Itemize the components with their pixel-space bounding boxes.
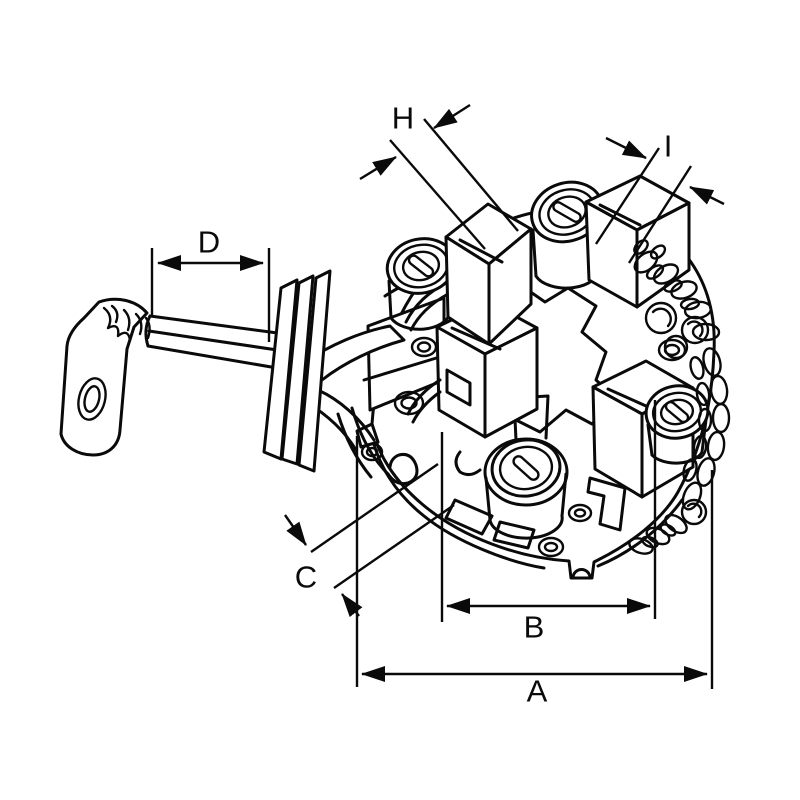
- dimension-B: [440, 400, 657, 622]
- screw-post-top-left: [385, 237, 457, 331]
- brush-box-top-left: [444, 202, 533, 346]
- dimension-label-b: B: [523, 609, 545, 645]
- dimension-label-a: A: [526, 673, 548, 709]
- lever-end-bracket: [59, 297, 149, 457]
- dimension-I: [594, 136, 725, 264]
- lever-arm-assembly: [59, 269, 406, 473]
- dimension-H: [359, 103, 519, 250]
- wire-crimp: [102, 304, 151, 342]
- dimension-label-c: C: [294, 559, 318, 595]
- base-plate-tabs: [444, 338, 687, 558]
- dimension-label-h: H: [391, 100, 415, 136]
- screw-post-bottom-center: [483, 437, 569, 540]
- rim-notch: [571, 568, 592, 580]
- dimension-D: [150, 248, 271, 342]
- dimension-label-d: D: [197, 224, 221, 260]
- dimension-label-i: I: [663, 128, 673, 164]
- coil-spring-braid: [628, 239, 731, 555]
- screw-post-right: [644, 384, 710, 465]
- dimension-A: [355, 436, 714, 689]
- dimension-C: [284, 463, 455, 618]
- bracket-hole: [77, 377, 107, 421]
